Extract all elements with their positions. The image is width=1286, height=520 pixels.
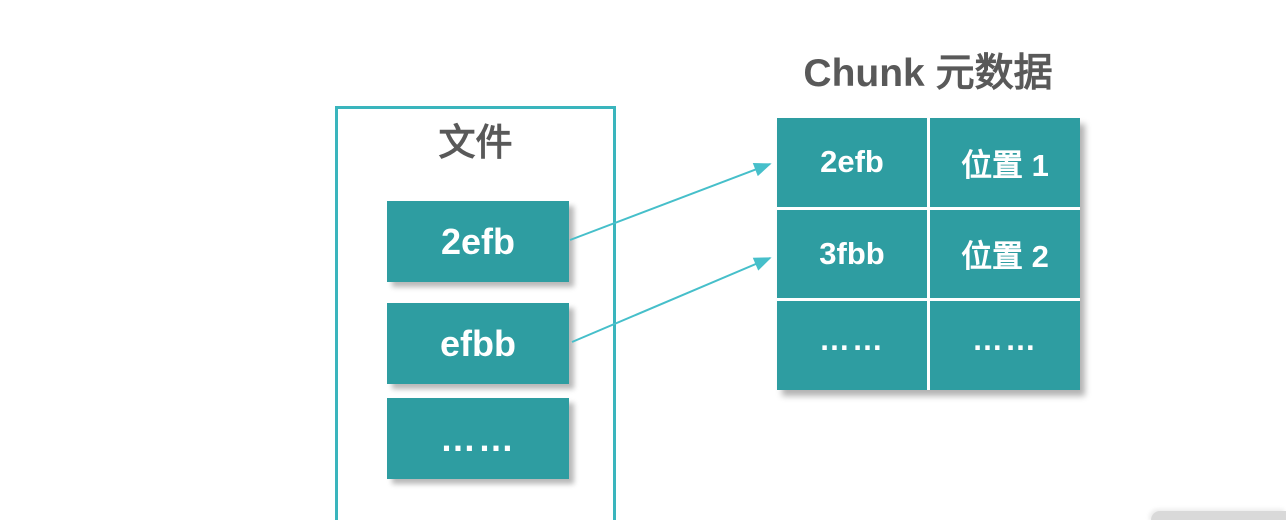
metadata-cell-location-1: 位置 1 bbox=[930, 118, 1080, 207]
metadata-table-title: Chunk 元数据 bbox=[803, 52, 1053, 95]
metadata-table: 2efb 位置 1 3fbb 位置 2 …… …… bbox=[777, 118, 1080, 390]
file-box: 文件 2efb efbb …… bbox=[335, 106, 616, 520]
metadata-cell-chunk-ellipsis: …… bbox=[777, 301, 927, 390]
ellipsis-text: …… bbox=[819, 321, 885, 357]
metadata-cell-chunk-1: 2efb bbox=[777, 118, 927, 207]
corner-decoration bbox=[1151, 511, 1286, 520]
metadata-cell-location-ellipsis: …… bbox=[930, 301, 1080, 390]
file-block-efbb: efbb bbox=[387, 303, 569, 384]
file-block-2efb: 2efb bbox=[387, 201, 569, 282]
metadata-cell-chunk-2: 3fbb bbox=[777, 209, 927, 299]
file-box-title: 文件 bbox=[438, 122, 513, 163]
ellipsis-text: …… bbox=[972, 321, 1038, 357]
metadata-cell-location-2: 位置 2 bbox=[930, 209, 1080, 299]
file-block-ellipsis: …… bbox=[387, 398, 569, 479]
